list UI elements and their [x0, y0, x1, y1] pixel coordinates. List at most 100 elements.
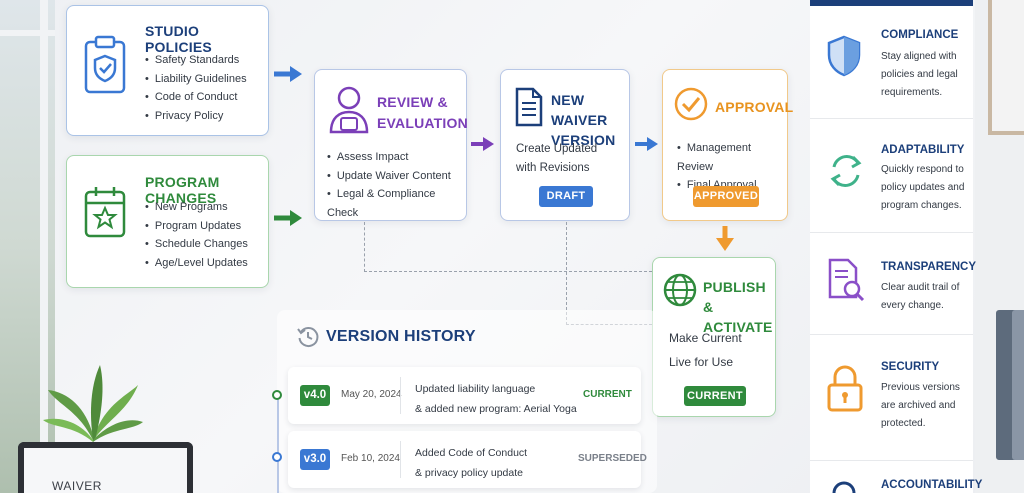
studio-policies-list: Safety Standards Liability Guidelines Co… [145, 51, 247, 125]
version-status: CURRENT [583, 389, 632, 400]
publish-activate-card: PUBLISH & ACTIVATE Make Current Live for… [652, 257, 776, 417]
text-line: policy updates and [881, 182, 965, 193]
description-line: Create Updated [516, 143, 598, 155]
new-waiver-title: NEW WAIVER VERSION [551, 90, 629, 150]
description-line: & privacy policy update [415, 467, 523, 479]
sidebar-item-text: Clear audit trail of every change. [881, 279, 973, 315]
list-item: Program Updates [145, 217, 248, 236]
list-item: Legal & Compliance Check [327, 185, 466, 222]
approved-status-badge: APPROVED [693, 186, 759, 207]
dashed-connector [566, 222, 567, 325]
review-title: REVIEW & EVALUATION [377, 92, 468, 134]
sidebar-item-text: Quickly respond to policy updates and pr… [881, 161, 973, 215]
list-item: Schedule Changes [145, 235, 248, 254]
description-line: & added new program: Aerial Yoga [415, 403, 577, 415]
draft-status-badge: DRAFT [539, 186, 593, 207]
shield-icon [827, 35, 861, 77]
description-line: Make Current [669, 331, 742, 345]
arrow-right-icon [471, 137, 494, 151]
version-history-title: VERSION HISTORY [326, 328, 476, 345]
text-line: policies and legal [881, 69, 958, 80]
description-line: Added Code of Conduct [415, 447, 528, 459]
sidebar-item-security: SECURITY Previous versions are archived … [810, 335, 973, 461]
version-date: Feb 10, 2024 [341, 453, 400, 464]
arrow-right-icon [635, 137, 658, 151]
laptop-screen-text: WAIVER [52, 479, 102, 493]
review-list: Assess Impact Update Waiver Content Lega… [327, 148, 466, 222]
version-status: SUPERSEDED [578, 453, 647, 464]
text-line: Clear audit trail of [881, 282, 960, 293]
arrow-right-icon [274, 210, 302, 226]
list-item: Update Waiver Content [327, 167, 466, 186]
text-line: Previous versions [881, 382, 960, 393]
dashed-connector [364, 271, 652, 272]
sidebar-item-text: Previous versions are archived and prote… [881, 379, 973, 433]
list-item: Assess Impact [327, 148, 466, 167]
binder-decoration [1012, 310, 1024, 460]
sidebar-item-text: Stay aligned with policies and legal req… [881, 48, 973, 102]
text-line: every change. [881, 300, 944, 311]
list-item: Age/Level Updates [145, 254, 248, 273]
approval-card: APPROVAL Management Review Final Approva… [662, 69, 793, 221]
version-tag: v4.0 [300, 385, 330, 406]
version-row[interactable]: v4.0 May 20, 2024 Updated liability lang… [288, 367, 641, 424]
picture-frame-decoration [988, 0, 1024, 135]
publish-title: PUBLISH & ACTIVATE [703, 277, 775, 337]
clipboard-shield-icon [84, 35, 126, 94]
sidebar-header-bar [810, 0, 973, 6]
text-line: protected. [881, 418, 926, 429]
list-item: Code of Conduct [145, 88, 247, 107]
new-waiver-title-line: NEW WAIVER [551, 92, 608, 128]
review-evaluation-card: REVIEW & EVALUATION Assess Impact Update… [314, 69, 468, 222]
review-title-line: REVIEW & [377, 94, 448, 110]
list-item: Safety Standards [145, 51, 247, 70]
program-changes-card: PROGRAM CHANGES New Programs Program Upd… [66, 155, 269, 288]
description-line: with Revisions [516, 162, 590, 174]
program-changes-list: New Programs Program Updates Schedule Ch… [145, 198, 248, 272]
refresh-icon [830, 155, 862, 187]
studio-policies-card: STUDIO POLICIES Safety Standards Liabili… [66, 5, 269, 136]
version-description: Updated liability language & added new p… [415, 379, 577, 419]
text-line: Stay aligned with [881, 51, 957, 62]
arrow-right-icon [274, 66, 302, 82]
sidebar-item-adaptability: ADAPTABILITY Quickly respond to policy u… [810, 119, 973, 233]
lock-icon [827, 365, 863, 412]
text-line: are archived and [881, 400, 956, 411]
list-item: New Programs [145, 198, 248, 217]
description-line: Live for Use [669, 355, 734, 369]
list-item: Management Review [677, 139, 787, 176]
list-item: Liability Guidelines [145, 70, 247, 89]
version-date: May 20, 2024 [341, 389, 402, 400]
sidebar-item-transparency: TRANSPARENCY Clear audit trail of every … [810, 233, 976, 335]
sidebar-item-title: ACCOUNTABILITY [881, 479, 983, 491]
document-icon [515, 87, 543, 127]
text-line: requirements. [881, 87, 943, 98]
version-row[interactable]: v3.0 Feb 10, 2024 Added Code of Conduct … [288, 431, 647, 488]
text-line: program changes. [881, 200, 962, 211]
sidebar-item-accountability: ACCOUNTABILITY [810, 461, 982, 493]
sidebar-item-compliance: COMPLIANCE Stay aligned with policies an… [810, 6, 973, 119]
laptop-decoration: WAIVER [0, 432, 200, 493]
timeline-dot [272, 390, 282, 400]
window-background [0, 0, 55, 493]
publish-description: Make Current Live for Use [669, 326, 742, 374]
check-circle-icon [674, 87, 708, 121]
person-review-icon [329, 86, 369, 134]
calendar-star-icon [84, 187, 126, 238]
sidebar-item-title: SECURITY [881, 361, 940, 373]
arrow-down-icon [716, 226, 734, 251]
globe-icon [663, 273, 697, 307]
description-line: Updated liability language [415, 383, 536, 395]
divider [400, 441, 401, 478]
new-waiver-version-card: NEW WAIVER VERSION Create Updated with R… [500, 69, 630, 221]
sidebar-item-title: TRANSPARENCY [881, 261, 976, 273]
publish-title-line: ACTIVATE [703, 319, 773, 335]
sidebar-item-title: ADAPTABILITY [881, 144, 965, 156]
publish-title-line: PUBLISH & [703, 279, 766, 315]
approval-title: APPROVAL [715, 99, 794, 115]
list-item: Privacy Policy [145, 107, 247, 126]
new-waiver-description: Create Updated with Revisions [516, 140, 597, 178]
history-icon [297, 327, 319, 347]
document-search-icon [828, 258, 865, 302]
text-line: Quickly respond to [881, 164, 964, 175]
